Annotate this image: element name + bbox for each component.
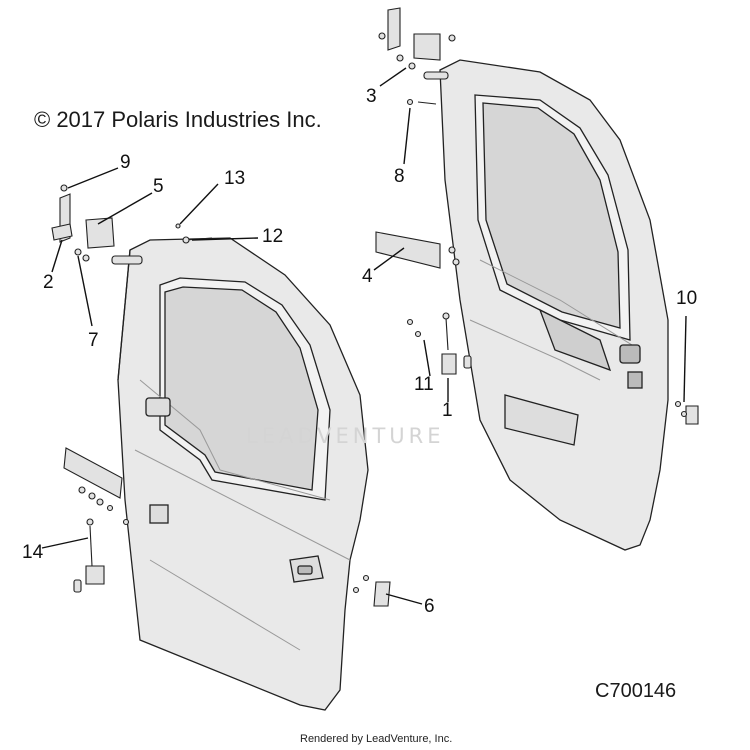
right-door: [439, 59, 669, 551]
callout-7: 7: [88, 330, 99, 351]
callout-2: 2: [43, 272, 54, 293]
callout-6: 6: [424, 596, 435, 617]
callout-8: 8: [394, 166, 405, 187]
callout-1: 1: [442, 400, 453, 421]
diagram-code: C700146: [595, 680, 677, 702]
left-door: [117, 237, 369, 711]
callout-9: 9: [120, 152, 131, 173]
footer-credit: Rendered by LeadVenture, Inc.: [300, 733, 453, 745]
callout-5: 5: [153, 176, 164, 197]
callout-3: 3: [366, 86, 377, 107]
callout-12: 12: [262, 226, 284, 247]
callout-13: 13: [224, 168, 246, 189]
watermark: LEADVENTURE: [246, 424, 445, 448]
leader-lines: [41, 67, 687, 605]
copyright-text: © 2017 Polaris Industries Inc.: [34, 107, 322, 132]
callout-10: 10: [676, 288, 698, 309]
callout-11: 11: [414, 374, 434, 395]
callout-14: 14: [22, 542, 44, 563]
callout-4: 4: [362, 266, 373, 287]
hardware-parts: [51, 7, 699, 607]
